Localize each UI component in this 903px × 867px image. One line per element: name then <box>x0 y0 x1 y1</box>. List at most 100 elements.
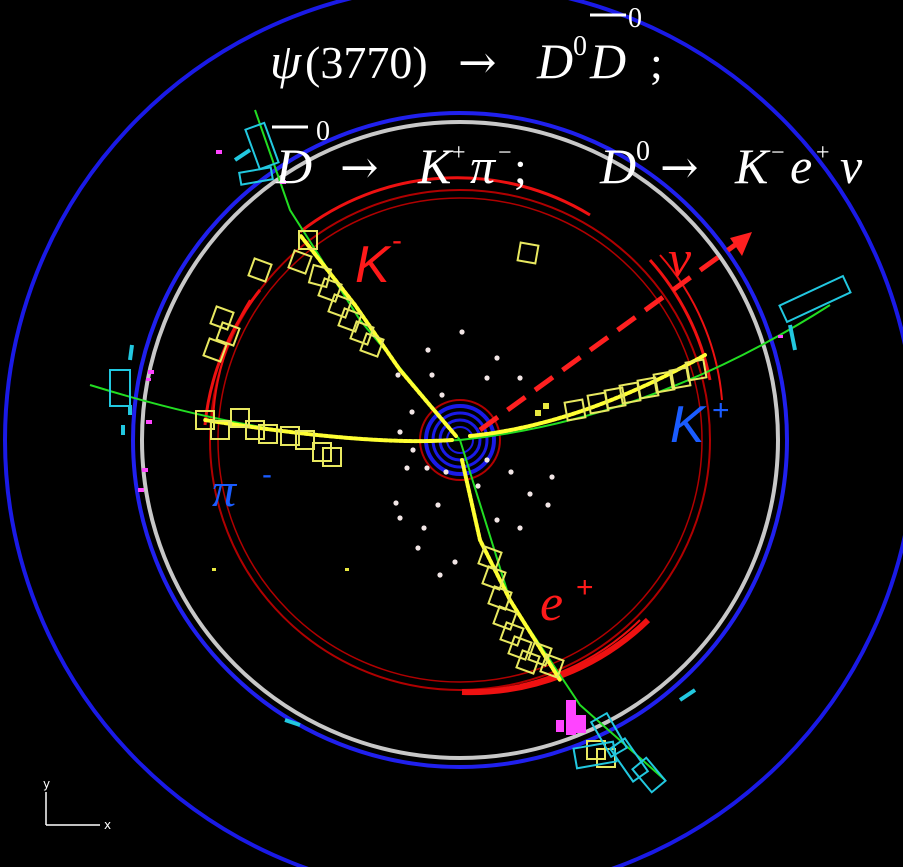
noise-hit <box>439 392 445 398</box>
label-nu: ν <box>668 231 692 288</box>
eq2-dbar: D <box>275 138 312 194</box>
eq2-nu: ν <box>840 138 863 194</box>
emc-cluster <box>527 641 553 667</box>
label-pi-minus: π <box>212 464 238 517</box>
eq2-piminus: − <box>498 140 512 166</box>
noise-hit <box>545 502 551 508</box>
emc-cluster <box>477 545 503 571</box>
equation-line-1: ψ (3770) → D 0 D 0 ; <box>270 3 663 89</box>
eq2-pi: π <box>470 138 497 194</box>
emc-cluster <box>487 585 513 611</box>
noise-hit <box>409 409 415 415</box>
noise-hit <box>415 545 421 551</box>
label-k-plus: K <box>670 396 707 454</box>
noise-hit <box>484 375 490 381</box>
axis-x-label: x <box>104 818 111 832</box>
noise-hit <box>425 347 431 353</box>
emc-cluster <box>539 653 565 679</box>
eq1-d: D <box>536 33 573 89</box>
emc-cluster <box>563 398 587 422</box>
noise-hit <box>459 329 465 335</box>
solenoid-ring <box>131 111 789 769</box>
dc-hit-arc-top <box>299 176 591 234</box>
eq2-d: D <box>599 138 636 194</box>
label-pi-minus-charge: - <box>262 458 272 491</box>
emc-cluster <box>349 320 375 346</box>
label-e-plus: e <box>540 575 563 632</box>
emc-clusters <box>195 230 708 768</box>
eq2-k2: K <box>734 138 771 194</box>
emc-cluster <box>202 337 228 363</box>
emc-cluster <box>210 420 230 440</box>
eq2-kminus: − <box>771 140 785 166</box>
emc-cluster <box>280 426 300 446</box>
emc-cluster <box>652 370 676 394</box>
dc-hit-arc-right-inner <box>659 254 723 401</box>
emc-cluster <box>258 424 278 444</box>
noise-hit <box>549 474 555 480</box>
emc-cluster <box>499 621 525 647</box>
noise-hit <box>424 465 430 471</box>
tof-hits <box>121 148 797 727</box>
eq2-arrow1: → <box>340 140 379 194</box>
eq1-sup0b: 0 <box>628 3 642 34</box>
noise-hit <box>494 517 500 523</box>
emc-cluster <box>684 358 708 382</box>
tof-blocks <box>109 121 852 794</box>
noise-hit <box>517 525 523 531</box>
noise-hit <box>421 525 427 531</box>
eq1-sup0a: 0 <box>573 31 587 62</box>
eq2-semicolon: ; <box>514 142 527 193</box>
emc-cluster <box>322 447 342 467</box>
eq2-kplus: + <box>452 140 466 166</box>
label-e-plus-charge: + <box>576 571 594 604</box>
noise-hit <box>435 502 441 508</box>
equation-line-2: D 0 → K + π − ; D 0 → K − e + ν <box>272 116 863 194</box>
label-k-minus-charge: - <box>392 224 402 257</box>
eq1-psi: ψ <box>270 33 302 89</box>
eq2-d0: 0 <box>636 136 650 167</box>
eq2-eplus: + <box>816 140 830 166</box>
eq2-e: e <box>790 138 812 194</box>
label-k-minus: K <box>355 236 392 294</box>
noise-hit <box>397 515 403 521</box>
noise-hit <box>443 469 449 475</box>
noise-hit <box>484 457 490 463</box>
emc-cluster <box>287 249 313 275</box>
dc-hit-arc-right <box>648 259 712 381</box>
emc-cluster <box>481 565 507 591</box>
stray-hits <box>212 403 549 571</box>
calorimeter-ring <box>140 120 780 760</box>
emc-cluster <box>298 230 318 250</box>
noise-hit <box>475 483 481 489</box>
emc-cluster <box>245 420 265 440</box>
eq1-arrow: → <box>458 35 497 89</box>
noise-hit <box>508 469 514 475</box>
noise-hit <box>410 447 416 453</box>
emc-cluster <box>603 386 627 410</box>
noise-hit <box>395 372 401 378</box>
emc-cluster <box>230 408 250 428</box>
track-fit-k-plus <box>459 304 831 441</box>
eq1-dbar: D <box>589 33 626 89</box>
noise-hit <box>517 375 523 381</box>
label-k-plus-charge: + <box>712 394 730 427</box>
noise-hit <box>393 500 399 506</box>
emc-cluster <box>317 277 343 303</box>
eq1-semicolon: ; <box>650 37 663 88</box>
muon-hits <box>138 150 783 735</box>
axis-y-label: y <box>43 777 50 791</box>
emc-cluster <box>307 263 333 289</box>
eq2-k: K <box>417 138 454 194</box>
emc-cluster <box>636 376 660 400</box>
eq2-arrow2: → <box>660 140 699 194</box>
noise-hit <box>429 372 435 378</box>
eq2-sup0: 0 <box>316 116 330 147</box>
noise-hit <box>527 491 533 497</box>
emc-cluster <box>215 321 241 347</box>
noise-hit <box>397 429 403 435</box>
noise-hit <box>452 559 458 565</box>
emc-cluster <box>516 241 540 265</box>
dc-hit-arc-left-inner <box>212 299 251 421</box>
